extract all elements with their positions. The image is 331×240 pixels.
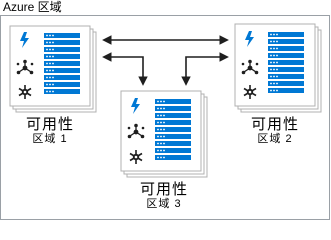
diagram-canvas [0,15,330,220]
connector-zone2-zone3 [181,52,229,86]
zone-1-subtitle: 区域 1 [32,133,68,145]
server-rack-icon [44,33,80,94]
zone-1-card [9,25,97,113]
availability-zones-diagram: Azure 区域 可用性 区域 1 可用性 区域 2 可用性 区域 3 [0,0,330,220]
zone-1-title: 可用性 [25,116,74,133]
zone-2-subtitle: 区域 2 [257,133,293,145]
zone-3-subtitle: 区域 3 [146,198,182,210]
server-rack-icon [268,32,304,93]
zone-2-card [234,23,322,113]
connector-zone1-zone3 [102,52,148,86]
zone-3-title: 可用性 [139,181,188,198]
region-label: Azure 区域 [3,0,62,14]
zone-2-title: 可用性 [250,116,299,133]
server-rack-icon [155,99,191,160]
zone-3-card [120,90,208,178]
